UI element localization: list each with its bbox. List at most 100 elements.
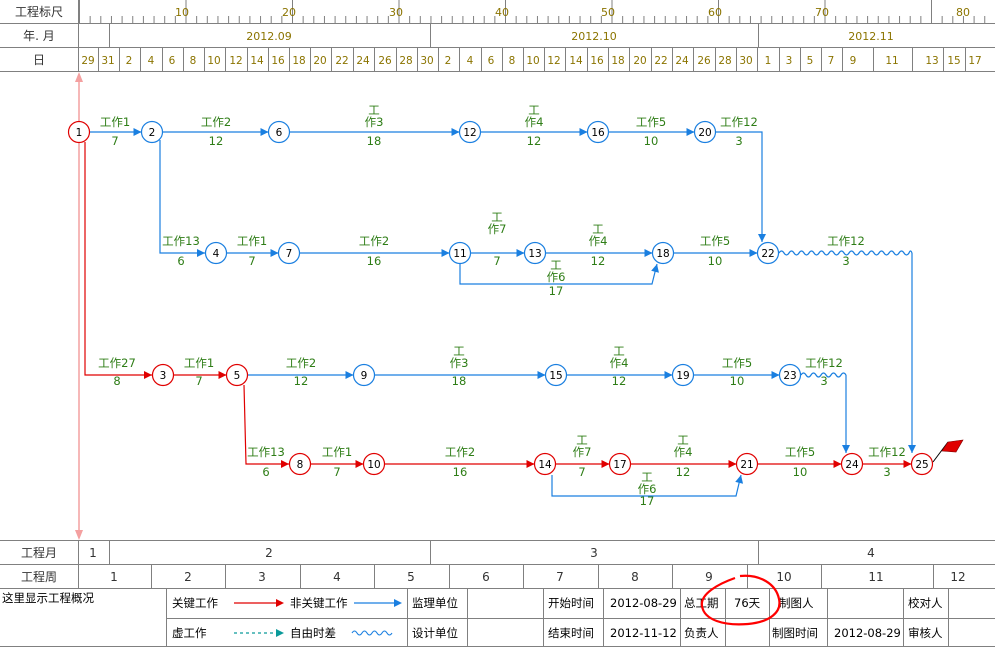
activity-name: 工作5 — [636, 115, 666, 129]
end-time-value: 2012-11-12 — [610, 626, 677, 640]
start-time-value: 2012-08-29 — [610, 596, 677, 610]
activity-duration: 3 — [820, 374, 827, 388]
event-node[interactable]: 15 — [544, 363, 568, 387]
project-month-value: 4 — [867, 546, 875, 560]
activity-name: 工作12 — [805, 356, 843, 370]
activity-duration: 12 — [294, 374, 309, 388]
activity-duration: 18 — [367, 134, 382, 148]
node-number: 10 — [367, 459, 380, 471]
event-node[interactable]: 21 — [735, 452, 759, 476]
event-node[interactable]: 6 — [267, 120, 291, 144]
activity-name: 工作2 — [359, 234, 389, 248]
arrowhead — [441, 249, 450, 257]
arrowhead — [686, 128, 695, 136]
scale-tick: 20 — [282, 6, 296, 19]
event-node[interactable]: 17 — [608, 452, 632, 476]
event-node[interactable]: 20 — [693, 120, 717, 144]
event-node[interactable]: 14 — [533, 452, 557, 476]
node-number: 5 — [234, 370, 241, 382]
event-node[interactable]: 4 — [204, 241, 228, 265]
event-node[interactable]: 7 — [277, 241, 301, 265]
event-node[interactable]: 11 — [448, 241, 472, 265]
activity-name: 工 — [491, 210, 503, 224]
activity-name: 作3 — [365, 115, 384, 129]
day-value: 20 — [633, 55, 646, 67]
event-node[interactable]: 12 — [458, 120, 482, 144]
activity-duration: 10 — [730, 374, 745, 388]
annotation-circle — [700, 574, 781, 626]
legend-noncritical-arrow — [354, 599, 402, 607]
activity-duration: 7 — [195, 374, 202, 388]
day-value: 16 — [271, 55, 285, 67]
activity-name: 工作5 — [722, 356, 752, 370]
activity-duration: 17 — [640, 494, 655, 508]
event-node[interactable]: 8 — [288, 452, 312, 476]
activity-name: 工作12 — [868, 445, 906, 459]
scale-tick: 10 — [175, 6, 189, 19]
node-number: 8 — [297, 459, 304, 471]
activity-name: 工 — [528, 103, 540, 117]
event-node[interactable]: 23 — [778, 363, 802, 387]
event-node[interactable]: 22 — [756, 241, 780, 265]
activity-name: 工作27 — [98, 356, 136, 370]
arrowhead — [749, 249, 758, 257]
event-node[interactable]: 24 — [840, 452, 864, 476]
event-node[interactable]: 2 — [140, 120, 164, 144]
arrowhead — [270, 249, 279, 257]
scale-label: 工程标尺 — [15, 4, 63, 19]
activity-name: 工 — [613, 344, 625, 358]
event-node[interactable]: 3 — [151, 363, 175, 387]
day-value: 18 — [611, 55, 624, 67]
activity-name: 工作12 — [720, 115, 758, 129]
activity-name: 工 — [368, 103, 380, 117]
week-value: 1 — [110, 570, 118, 584]
event-node[interactable]: 1 — [67, 120, 91, 144]
event-node[interactable]: 10 — [362, 452, 386, 476]
total-duration-value: 76天 — [734, 596, 761, 610]
event-node[interactable]: 18 — [651, 241, 675, 265]
week-value: 3 — [258, 570, 266, 584]
event-node[interactable]: 5 — [225, 363, 249, 387]
event-node[interactable]: 16 — [586, 120, 610, 144]
event-node[interactable]: 19 — [671, 363, 695, 387]
activity-name: 工作1 — [322, 445, 352, 459]
month-label: 2012.11 — [848, 30, 894, 43]
week-value: 12 — [950, 570, 965, 584]
activity-name: 作7 — [573, 445, 592, 459]
day-value: 29 — [81, 55, 94, 67]
legend-critical-arrow — [234, 599, 284, 607]
free-float-wave — [778, 250, 913, 256]
day-value: 24 — [675, 55, 689, 67]
node-number: 1 — [76, 127, 83, 139]
legend-noncritical-label: 非关键工作 — [290, 596, 348, 610]
activity-duration: 12 — [527, 134, 542, 148]
event-node[interactable]: 9 — [352, 363, 376, 387]
critical-arrow-line — [243, 384, 289, 465]
arrowheads — [133, 128, 916, 484]
yearmonth-label: 年. 月 — [23, 29, 55, 43]
activity-duration: 7 — [248, 254, 255, 268]
day-value: 26 — [378, 55, 392, 67]
day-value: 30 — [420, 55, 433, 67]
legend-dummy-label: 虚工作 — [172, 626, 207, 640]
critical-arrow-line — [84, 142, 152, 376]
week-value: 7 — [556, 570, 564, 584]
day-value: 14 — [250, 55, 264, 67]
arrowhead — [728, 460, 737, 468]
day-value: 16 — [590, 55, 604, 67]
event-node[interactable]: 25 — [910, 452, 934, 476]
arrowhead — [579, 128, 588, 136]
activity-name: 作4 — [525, 115, 544, 129]
noncritical-arrow-line — [716, 131, 763, 242]
node-number: 17 — [613, 459, 626, 471]
scale-tick: 80 — [956, 6, 970, 19]
week-value: 5 — [407, 570, 415, 584]
free-float-wave — [800, 372, 847, 378]
event-node[interactable]: 13 — [523, 241, 547, 265]
project-info-table: 开始时间 2012-08-29 总工期 76天 制图人 校对人 结束时间 201… — [548, 596, 943, 640]
arrowhead — [133, 128, 142, 136]
day-value: 11 — [885, 55, 898, 67]
activity-name: 工作2 — [445, 445, 475, 459]
